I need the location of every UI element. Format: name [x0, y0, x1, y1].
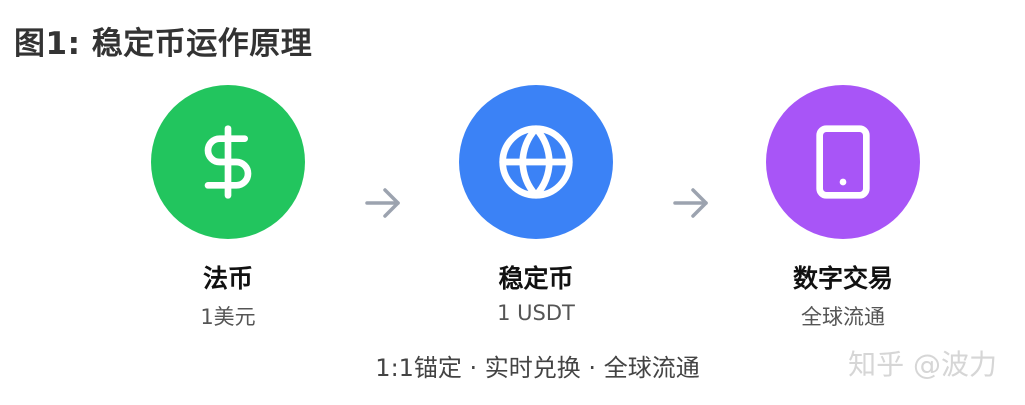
node-digital-transaction: 数字交易 全球流通 — [723, 85, 963, 331]
diagram-title: 图1: 稳定币运作原理 — [14, 26, 313, 62]
arrow-right-icon — [673, 188, 708, 218]
footer-caption: 1:1锚定 · 实时兑换 · 全球流通 — [375, 354, 700, 382]
fiat-sublabel: 1美元 — [200, 305, 256, 329]
digital-transaction-circle — [766, 85, 920, 239]
node-stablecoin: 稳定币 1 USDT — [416, 85, 656, 325]
globe-icon — [499, 125, 573, 199]
digital-transaction-label: 数字交易 — [792, 264, 893, 293]
stablecoin-label: 稳定币 — [498, 264, 574, 293]
tablet-icon — [816, 125, 870, 199]
dollar-icon — [204, 125, 252, 199]
node-fiat: 法币 1美元 — [108, 85, 348, 331]
digital-transaction-sublabel: 全球流通 — [801, 305, 885, 329]
arrow-right-icon — [365, 188, 400, 218]
fiat-circle — [151, 85, 305, 239]
stablecoin-sublabel: 1 USDT — [497, 301, 575, 325]
fiat-label: 法币 — [202, 264, 253, 293]
watermark: 知乎 @波力 — [848, 348, 997, 381]
stablecoin-circle — [459, 85, 613, 239]
